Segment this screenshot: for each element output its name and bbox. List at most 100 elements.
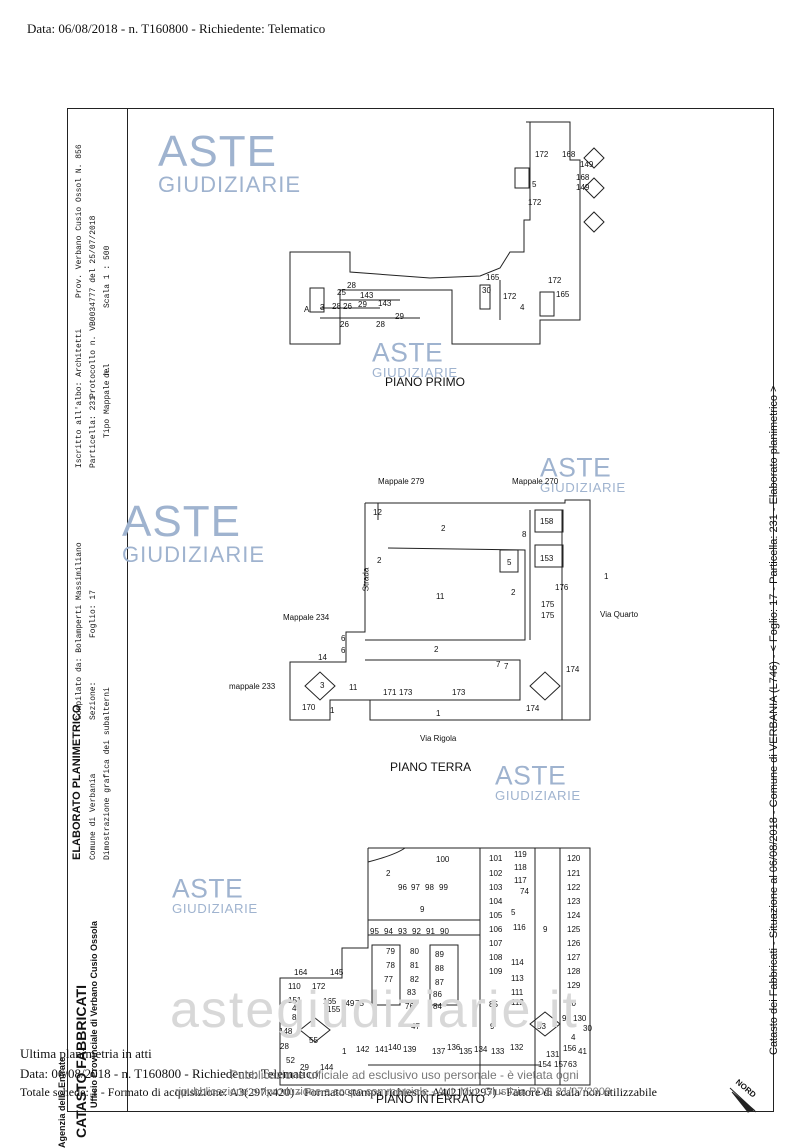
- room-label: 120: [567, 854, 581, 863]
- room-label: 28: [280, 1042, 289, 1051]
- room-label: 26: [343, 302, 352, 311]
- room-label: 89: [435, 950, 444, 959]
- room-label: 92: [412, 927, 421, 936]
- room-label: 131: [546, 1050, 560, 1059]
- room-label: 85: [489, 1000, 498, 1009]
- room-label: 75: [355, 999, 364, 1008]
- room-label: 124: [567, 911, 581, 920]
- room-label: 1: [392, 688, 397, 697]
- room-label: 108: [489, 953, 503, 962]
- room-label: 149: [341, 999, 355, 1008]
- room-label: 99: [439, 883, 448, 892]
- room-label: 90: [440, 927, 449, 936]
- room-label: 148: [279, 1027, 293, 1036]
- room-label: 168: [562, 150, 576, 159]
- room-label: 132: [510, 1043, 524, 1052]
- room-label: 119: [514, 850, 527, 859]
- room-label: 153: [540, 554, 554, 563]
- room-label: 127: [567, 953, 581, 962]
- mappale-270: Mappale 270: [512, 477, 559, 486]
- room-label: 9: [562, 1014, 567, 1023]
- room-label: 174: [566, 665, 580, 674]
- room-label: 30: [583, 1024, 592, 1033]
- room-label: 83: [407, 988, 416, 997]
- via-quarto: Via Quarto: [600, 610, 639, 619]
- room-label: 141: [375, 1045, 389, 1054]
- room-label: 142: [356, 1045, 370, 1054]
- room-label: 173: [452, 688, 466, 697]
- room-label: 116: [513, 923, 526, 932]
- room-label: 4: [520, 303, 525, 312]
- cartouche: ELABORATO PLANIMETRICO Compilato da: Bol…: [57, 108, 128, 1148]
- room-label: 122: [567, 883, 581, 892]
- room-label: 104: [489, 897, 503, 906]
- room-label: 175: [541, 611, 555, 620]
- piano-primo-plan: [289, 121, 605, 345]
- room-label: 29: [300, 1063, 309, 1072]
- footer-line-2: Data: 06/08/2018 - n. T160800 - Richiede…: [20, 1066, 319, 1081]
- room-label: 76: [405, 1002, 414, 1011]
- room-label: 80: [410, 947, 419, 956]
- piano-interrato-title: PIANO INTERRATO: [376, 1092, 485, 1106]
- room-label: 78: [386, 961, 395, 970]
- footer-line-3: Totale schede: 1 - Formato di acquisizio…: [20, 1085, 658, 1099]
- room-label: 2: [511, 588, 516, 597]
- room-label: 7: [504, 662, 509, 671]
- room-label: 1: [604, 572, 609, 581]
- room-label: 28: [376, 320, 385, 329]
- room-label: 170: [302, 703, 316, 712]
- room-label: 87: [435, 978, 444, 987]
- room-label: 165: [556, 290, 570, 299]
- room-label: 88: [435, 964, 444, 973]
- room-label: 107: [489, 939, 503, 948]
- room-label: 55: [309, 1036, 318, 1045]
- room-label: 1: [342, 1047, 347, 1056]
- room-label: 151: [288, 996, 302, 1005]
- room-label: 172: [535, 150, 549, 159]
- room-label: 2: [386, 869, 391, 878]
- room-label: 28: [332, 302, 341, 311]
- room-label: 145: [330, 968, 344, 977]
- room-label: 1: [330, 706, 335, 715]
- room-label: 74: [520, 887, 529, 896]
- room-label: 100: [436, 855, 450, 864]
- room-label: 105: [489, 911, 503, 920]
- room-label: 1: [436, 709, 441, 718]
- room-label: 110: [288, 982, 301, 991]
- room-label: 154: [538, 1060, 552, 1069]
- room-label: 114: [511, 958, 524, 967]
- room-label: 174: [526, 704, 540, 713]
- room-label: 9: [420, 905, 425, 914]
- room-label: 2: [441, 524, 446, 533]
- room-label: 109: [489, 967, 503, 976]
- site-watermark: astegiudiziarie.it: [170, 981, 579, 1039]
- room-label: 158: [540, 517, 554, 526]
- room-label: 3: [320, 303, 325, 312]
- room-label: 12: [373, 508, 382, 517]
- room-label: 4: [571, 1033, 576, 1042]
- piano-interrato-plan: [279, 847, 591, 1086]
- mappale-234: Mappale 234: [283, 613, 330, 622]
- room-label: 133: [491, 1047, 505, 1056]
- room-label: 26: [340, 320, 349, 329]
- room-label: 47: [411, 1022, 420, 1031]
- room-label: 63: [568, 1060, 577, 1069]
- room-label: 2: [377, 556, 382, 565]
- room-label: 28: [347, 281, 356, 290]
- room-label: 121: [567, 869, 581, 878]
- room-label: 156: [563, 1044, 577, 1053]
- room-label: 101: [489, 854, 503, 863]
- room-label: 97: [411, 883, 420, 892]
- room-label: 165: [323, 997, 337, 1006]
- room-label: 94: [384, 927, 393, 936]
- room-label: 137: [432, 1047, 446, 1056]
- room-label: 5: [511, 908, 516, 917]
- room-label: 11: [436, 592, 445, 601]
- room-label: 134: [474, 1045, 488, 1054]
- room-label: 5: [507, 558, 512, 567]
- room-label: 129: [567, 981, 581, 990]
- room-label: 149: [576, 183, 590, 192]
- room-label: 91: [426, 927, 435, 936]
- room-label: 130: [573, 1014, 587, 1023]
- room-label: 149: [580, 160, 594, 169]
